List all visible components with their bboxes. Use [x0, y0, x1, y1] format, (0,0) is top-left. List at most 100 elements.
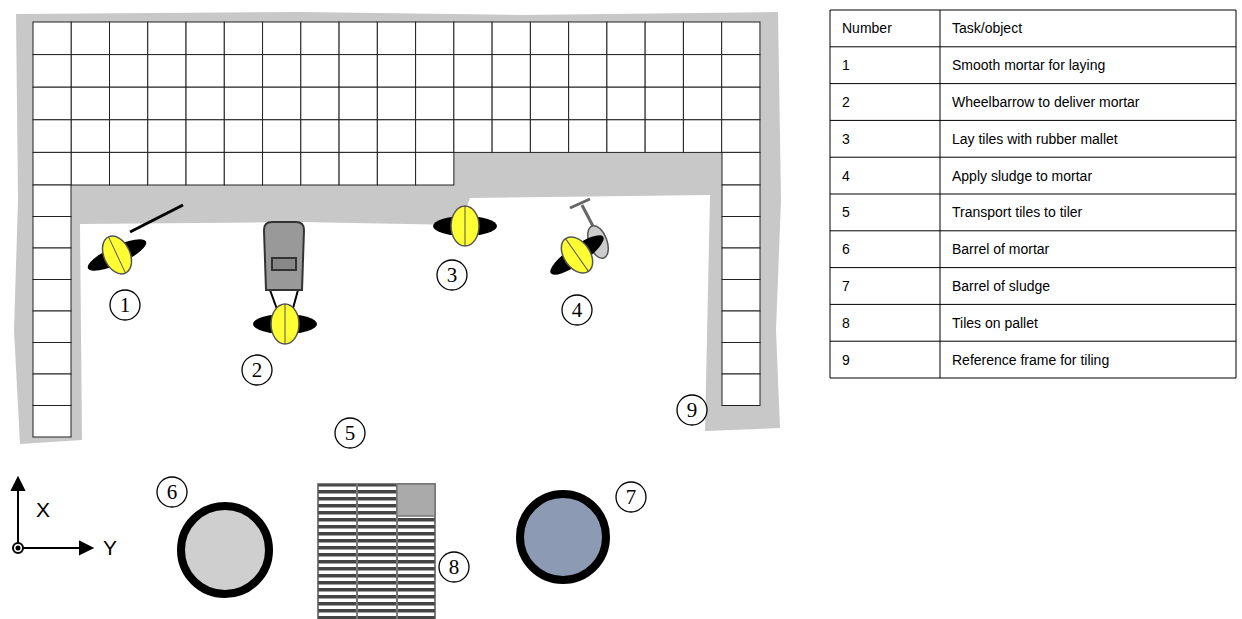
table-rule	[830, 157, 1236, 158]
callout-circle	[242, 355, 272, 385]
mortar-bed	[14, 12, 781, 444]
tile	[683, 55, 721, 88]
table-rule	[830, 120, 1236, 121]
axis-symbol	[12, 478, 92, 554]
tile	[33, 343, 71, 375]
tile	[339, 87, 377, 120]
table-cell: Number	[830, 10, 940, 47]
table-rule	[830, 194, 1236, 195]
table-rule	[830, 10, 1236, 11]
table-rule	[830, 10, 831, 378]
tile	[683, 120, 721, 153]
tile	[645, 22, 683, 55]
tile	[454, 22, 492, 55]
tile	[454, 87, 492, 120]
callout-number: 6	[157, 477, 187, 507]
table-rule	[1236, 10, 1237, 378]
tile	[454, 55, 492, 88]
tile	[569, 120, 607, 153]
tile	[301, 22, 339, 55]
screed-board	[130, 205, 183, 232]
table-rule	[830, 46, 1236, 47]
table-cell: 7	[830, 268, 940, 305]
tile	[224, 87, 262, 120]
tile	[607, 55, 645, 88]
tile	[530, 55, 568, 88]
tile	[377, 120, 415, 153]
tile	[492, 55, 530, 88]
tile	[377, 55, 415, 88]
tile	[33, 406, 71, 438]
tile	[110, 22, 148, 55]
tile	[607, 87, 645, 120]
tile	[416, 120, 454, 153]
tile	[110, 55, 148, 88]
tile	[148, 55, 186, 88]
callout-number: 5	[335, 418, 365, 448]
tile	[645, 87, 683, 120]
tile	[148, 152, 186, 185]
tile	[492, 120, 530, 153]
tile	[224, 55, 262, 88]
table-cell: 8	[830, 304, 940, 341]
tile	[186, 87, 224, 120]
tile	[722, 217, 760, 249]
callout-number: 9	[677, 395, 707, 425]
table-cell: 9	[830, 341, 940, 378]
tile	[263, 55, 301, 88]
tile	[186, 120, 224, 153]
tile	[186, 152, 224, 185]
worker	[539, 220, 614, 289]
tile	[33, 22, 71, 55]
sludge-barrel	[520, 494, 606, 580]
table-cell: Apply sludge to mortar	[940, 157, 1236, 194]
worker	[253, 304, 317, 344]
tile	[683, 87, 721, 120]
tile	[148, 22, 186, 55]
tile	[722, 343, 760, 375]
table-cell: 2	[830, 84, 940, 121]
tile	[71, 152, 109, 185]
tile	[722, 185, 760, 217]
tile	[492, 22, 530, 55]
tile	[377, 22, 415, 55]
tile	[722, 152, 760, 185]
tile-pallet	[318, 484, 435, 619]
table-grid	[830, 10, 1236, 378]
mortar-barrel	[181, 506, 269, 594]
tile	[71, 120, 109, 153]
table-cell: Wheelbarrow to deliver mortar	[940, 84, 1236, 121]
table-rule	[830, 83, 1236, 84]
tile	[722, 280, 760, 312]
callout-circle	[157, 477, 187, 507]
tile	[33, 120, 71, 153]
tile	[148, 87, 186, 120]
axis-label: X	[30, 497, 56, 523]
tile	[33, 217, 71, 249]
tile	[33, 55, 71, 88]
wheelbarrow	[264, 222, 304, 312]
tile	[607, 120, 645, 153]
table-rule	[830, 267, 1236, 268]
tile	[301, 55, 339, 88]
callout-rings	[110, 260, 707, 582]
tile	[71, 22, 109, 55]
table-rule	[830, 378, 1236, 379]
tile	[569, 87, 607, 120]
tile	[454, 120, 492, 153]
table-cell: Tiles on pallet	[940, 304, 1236, 341]
tile	[530, 87, 568, 120]
tile	[377, 87, 415, 120]
tile	[263, 22, 301, 55]
tile	[33, 248, 71, 280]
tile	[569, 22, 607, 55]
tile	[339, 55, 377, 88]
tile	[71, 55, 109, 88]
tile	[263, 120, 301, 153]
tile	[492, 87, 530, 120]
table-rule	[830, 304, 1236, 305]
tile	[722, 55, 760, 88]
callout-number: 3	[437, 260, 467, 290]
callout-circle	[439, 552, 469, 582]
